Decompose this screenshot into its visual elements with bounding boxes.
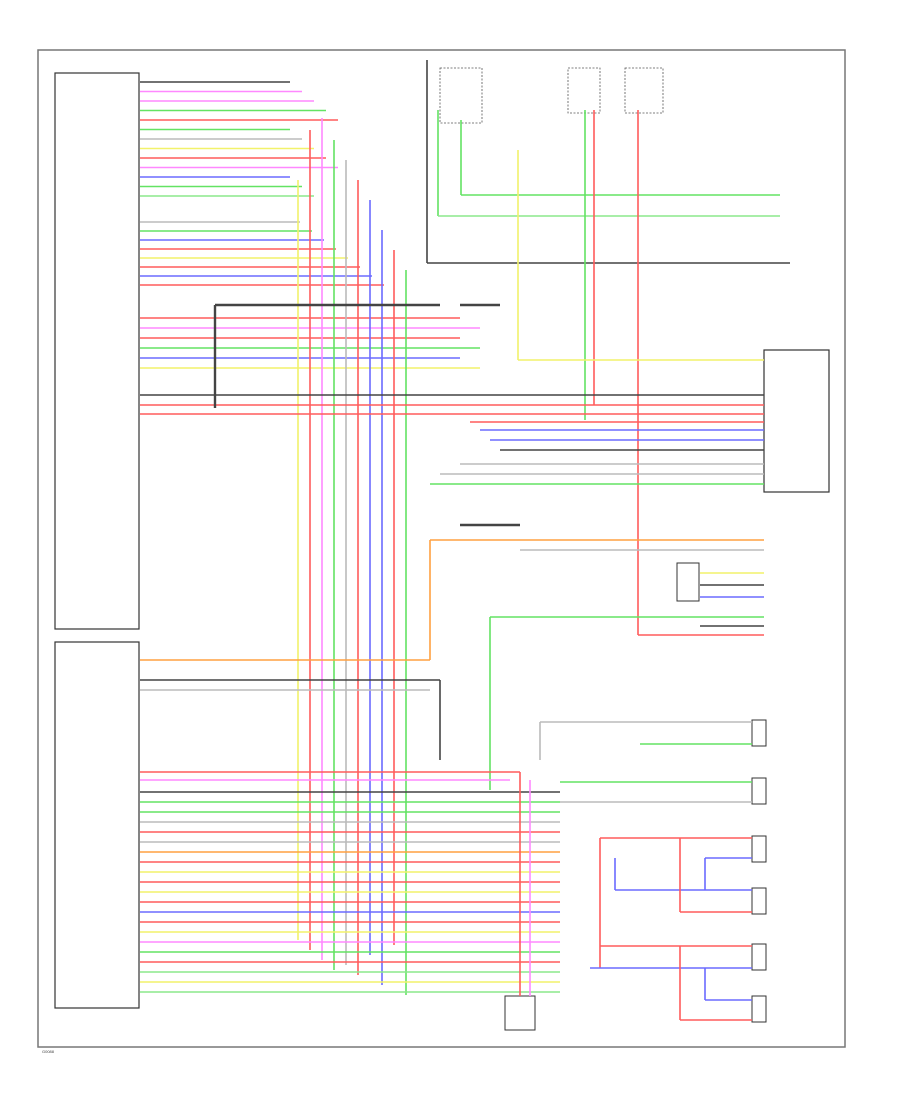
top-vertical-wires [426, 60, 790, 636]
switch-component [676, 562, 700, 602]
speaker-passenger-tweeter [751, 995, 767, 1023]
diagram-frame [37, 49, 846, 1048]
top-relay-2 [567, 67, 601, 114]
lower-wires [140, 679, 560, 996]
speaker-driver-door [751, 835, 767, 863]
top-relay-1 [439, 67, 483, 124]
right-module-wires [140, 394, 764, 485]
audio-unit-connector [54, 72, 140, 630]
speaker-wires [539, 721, 752, 1021]
speaker-left-front [751, 719, 767, 747]
speaker-driver-tweeter [751, 887, 767, 915]
harness-bars [213, 303, 520, 527]
vertical-wire-bundle [297, 118, 407, 995]
bottom-component [504, 995, 536, 1031]
power-window-relay-module [54, 641, 140, 1009]
top-relay-3 [624, 67, 664, 114]
speaker-passenger-door [751, 943, 767, 971]
mid-right-wires [140, 539, 764, 790]
right-module-connector [763, 349, 830, 493]
figure-code: G0088 [42, 1049, 55, 1054]
speaker-right-front [751, 777, 767, 805]
